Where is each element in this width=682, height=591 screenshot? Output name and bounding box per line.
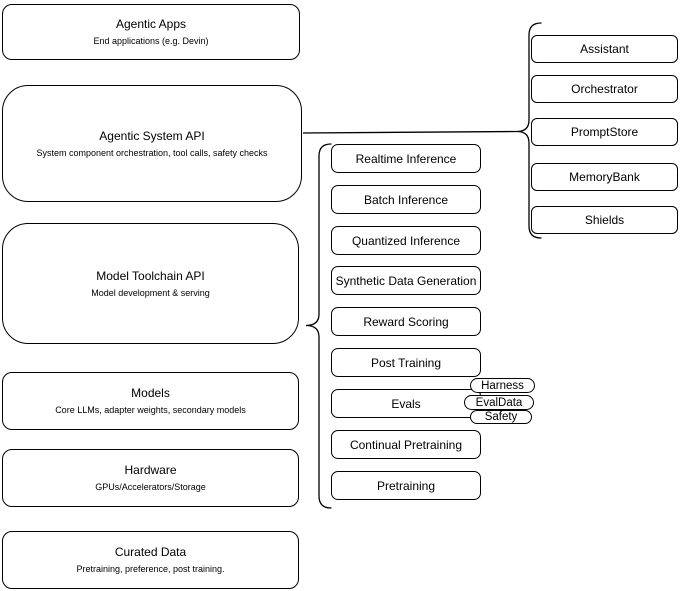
toolchain-item-continual-pretraining: Continual Pretraining bbox=[331, 430, 481, 459]
node-model-toolchain-api-title: Model Toolchain API bbox=[96, 268, 205, 283]
component-promptstore: PromptStore bbox=[531, 118, 678, 146]
toolchain-item-reward-scoring: Reward Scoring bbox=[331, 307, 481, 336]
node-hardware-subtitle: GPUs/Accelerators/Storage bbox=[95, 482, 206, 492]
evals-tag-harness: Harness bbox=[470, 378, 535, 393]
component-orchestrator: Orchestrator bbox=[531, 75, 678, 103]
evals-tag-evaldata: EvalData bbox=[464, 395, 534, 410]
toolchain-item-realtime-inference: Realtime Inference bbox=[331, 144, 481, 173]
node-curated-data-title: Curated Data bbox=[114, 545, 187, 559]
node-hardware-title: Hardware bbox=[124, 463, 177, 477]
toolchain-brace bbox=[305, 143, 332, 509]
component-shields: Shields bbox=[531, 206, 678, 234]
node-agentic-system-api-subtitle: System component orchestration, tool cal… bbox=[36, 147, 268, 158]
node-agentic-system-api: Agentic System API System component orch… bbox=[2, 85, 302, 202]
toolchain-item-pretraining: Pretraining bbox=[331, 471, 481, 500]
system-api-to-components-line bbox=[302, 130, 518, 134]
toolchain-item-synthetic-data-generation: Synthetic Data Generation bbox=[331, 266, 481, 295]
node-models-title: Models bbox=[131, 386, 170, 400]
node-hardware: Hardware GPUs/Accelerators/Storage bbox=[2, 449, 299, 507]
component-memorybank: MemoryBank bbox=[531, 163, 678, 191]
toolchain-item-batch-inference: Batch Inference bbox=[331, 185, 481, 214]
node-agentic-apps-title: Agentic Apps bbox=[115, 17, 187, 31]
evals-tag-safety: Safety bbox=[470, 410, 532, 424]
node-agentic-apps-subtitle: End applications (e.g. Devin) bbox=[93, 36, 209, 46]
node-model-toolchain-api-subtitle: Model development & serving bbox=[91, 287, 210, 298]
node-curated-data-subtitle: Pretraining, preference, post training. bbox=[76, 564, 225, 574]
node-models: Models Core LLMs, adapter weights, secon… bbox=[2, 372, 299, 430]
node-models-subtitle: Core LLMs, adapter weights, secondary mo… bbox=[55, 405, 246, 415]
toolchain-item-evals: Evals bbox=[331, 389, 481, 418]
component-assistant: Assistant bbox=[531, 35, 678, 63]
node-agentic-apps: Agentic Apps End applications (e.g. Devi… bbox=[2, 4, 300, 60]
toolchain-item-quantized-inference: Quantized Inference bbox=[331, 226, 481, 255]
toolchain-item-post-training: Post Training bbox=[331, 348, 481, 377]
node-model-toolchain-api: Model Toolchain API Model development & … bbox=[2, 223, 299, 344]
node-agentic-system-api-title: Agentic System API bbox=[99, 128, 205, 143]
node-curated-data: Curated Data Pretraining, preference, po… bbox=[2, 531, 299, 589]
